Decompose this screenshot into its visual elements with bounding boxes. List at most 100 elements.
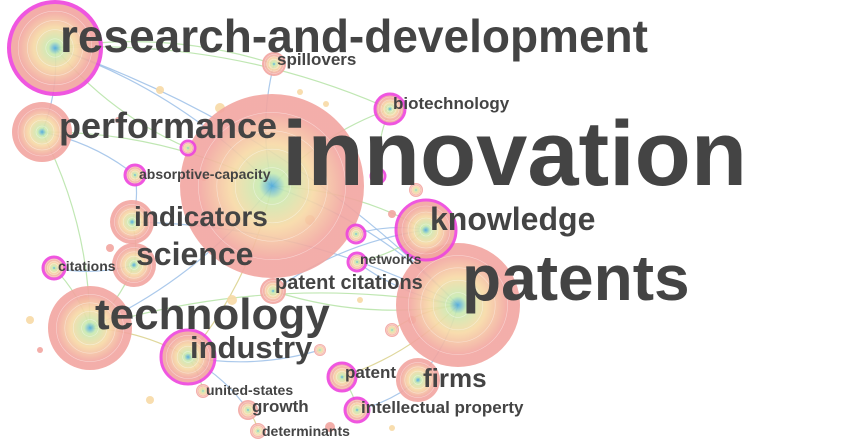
node-ring xyxy=(171,340,205,374)
node-absorptive-capacity[interactable] xyxy=(123,163,147,187)
node-ring xyxy=(124,255,144,275)
node-ring xyxy=(253,167,291,205)
node-ring xyxy=(351,404,363,416)
term-label-innovation[interactable]: innovation xyxy=(282,103,748,205)
node-intellectual-property[interactable] xyxy=(343,396,371,424)
minor-node xyxy=(146,396,154,404)
node-biotechnology[interactable] xyxy=(373,92,407,126)
node-ring xyxy=(383,102,397,116)
term-label-technology[interactable]: technology xyxy=(95,290,330,339)
node-ring xyxy=(348,226,364,242)
term-label-knowledge[interactable]: knowledge xyxy=(430,201,596,237)
node-ring xyxy=(234,148,310,224)
node-ring xyxy=(254,427,262,435)
node-ring xyxy=(330,365,354,389)
node-determinants[interactable] xyxy=(250,423,266,439)
node-ring xyxy=(182,351,194,363)
node-firms[interactable] xyxy=(396,358,440,402)
term-label-firms[interactable]: firms xyxy=(423,363,487,393)
minor-node xyxy=(357,297,363,303)
node-ring xyxy=(413,217,439,243)
node-ring xyxy=(314,344,326,356)
node-ring xyxy=(410,184,422,196)
term-label-absorptive-capacity[interactable]: absorptive-capacity xyxy=(139,166,271,182)
node-technology[interactable] xyxy=(48,286,132,370)
node-ring xyxy=(27,20,83,76)
nodes[interactable] xyxy=(7,0,520,439)
node-patent[interactable] xyxy=(326,361,358,393)
node-ring xyxy=(336,371,348,383)
node-science[interactable] xyxy=(112,243,156,287)
term-label-patent[interactable]: patent xyxy=(345,363,396,382)
term-label-united-states[interactable]: united-states xyxy=(206,382,294,398)
node-ring xyxy=(252,425,264,437)
term-label-biotechnology[interactable]: biotechnology xyxy=(393,94,510,113)
term-label-research-and-development[interactable]: research-and-development xyxy=(60,10,648,62)
node-ring xyxy=(432,279,484,331)
minor-node xyxy=(323,101,329,107)
node-small-c[interactable] xyxy=(369,167,387,185)
node-ring xyxy=(45,38,65,58)
term-label-determinants[interactable]: determinants xyxy=(262,423,350,439)
node-ring xyxy=(182,142,194,154)
node-ring xyxy=(47,261,61,275)
node-citations[interactable] xyxy=(41,255,67,281)
node-ring xyxy=(176,345,200,369)
node-small-e[interactable] xyxy=(385,323,399,337)
term-label-spillovers[interactable]: spillovers xyxy=(277,50,357,69)
node-ring xyxy=(17,107,67,157)
node-spillovers[interactable] xyxy=(262,52,286,76)
node-performance[interactable] xyxy=(12,102,72,162)
node-ring xyxy=(122,212,142,232)
term-label-citations[interactable]: citations xyxy=(58,258,116,274)
node-ring xyxy=(411,185,421,195)
term-label-growth[interactable]: growth xyxy=(252,397,309,416)
node-united-states[interactable] xyxy=(196,384,210,398)
node-networks[interactable] xyxy=(346,251,368,273)
node-small-b[interactable] xyxy=(179,139,197,157)
node-ring xyxy=(36,29,74,67)
node-ring xyxy=(268,58,280,70)
node-indicators[interactable] xyxy=(110,200,154,244)
node-ring xyxy=(264,282,282,300)
node-ring xyxy=(23,113,61,151)
node-ring xyxy=(17,10,93,86)
term-label-patents[interactable]: patents xyxy=(462,242,690,314)
minor-node xyxy=(389,425,395,431)
node-patent-citations[interactable] xyxy=(260,278,286,304)
node-ring xyxy=(64,302,116,354)
node-innovation[interactable] xyxy=(180,94,364,278)
node-ring xyxy=(316,346,324,354)
node-patents[interactable] xyxy=(396,243,520,367)
term-label-patent-citations[interactable]: patent citations xyxy=(275,272,423,294)
node-industry[interactable] xyxy=(159,328,217,386)
node-ring xyxy=(130,170,140,180)
node-small-f[interactable] xyxy=(314,344,326,356)
term-label-networks[interactable]: networks xyxy=(360,251,422,267)
node-ring xyxy=(197,385,209,397)
node-ring xyxy=(413,375,423,385)
term-label-intellectual-property[interactable]: intellectual property xyxy=(361,398,524,417)
node-research-and-development[interactable] xyxy=(7,0,103,96)
node-ring xyxy=(251,424,265,438)
term-label-performance[interactable]: performance xyxy=(59,105,278,146)
minor-node xyxy=(26,316,34,324)
node-small-a[interactable] xyxy=(345,223,367,245)
node-ring xyxy=(126,166,144,184)
node-growth[interactable] xyxy=(238,400,258,420)
node-ring xyxy=(49,263,59,273)
term-label-science[interactable]: science xyxy=(136,236,254,272)
term-label-industry[interactable]: industry xyxy=(190,330,313,365)
node-ring xyxy=(387,325,397,335)
node-ring xyxy=(267,285,279,297)
node-small-d[interactable] xyxy=(409,183,423,197)
node-ring xyxy=(239,401,257,419)
node-ring xyxy=(243,405,253,415)
node-knowledge[interactable] xyxy=(394,198,458,262)
node-ring xyxy=(166,335,210,379)
node-ring xyxy=(262,280,284,302)
node-ring xyxy=(127,217,137,227)
term-label-indicators[interactable]: indicators xyxy=(134,201,268,232)
